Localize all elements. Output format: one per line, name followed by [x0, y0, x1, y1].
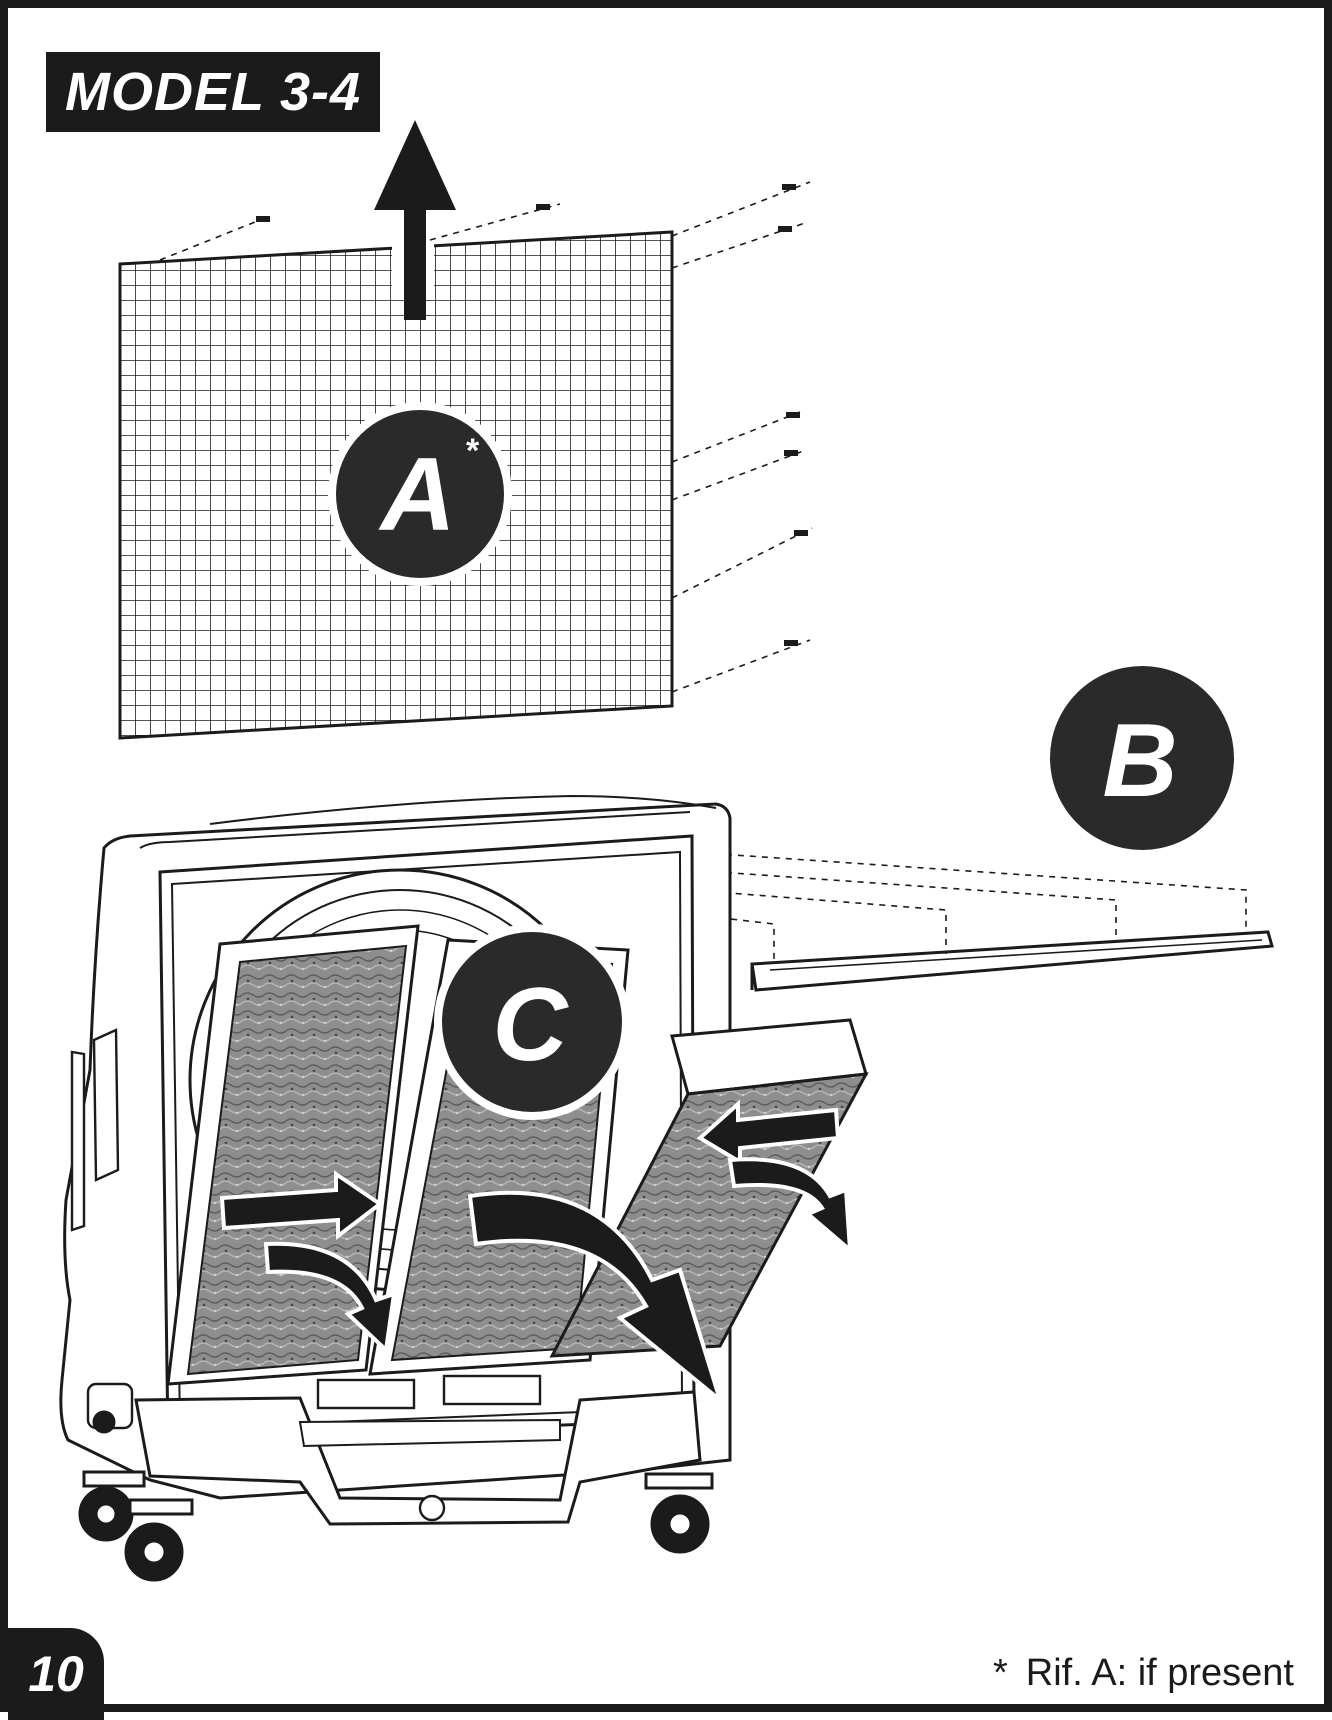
- arrow-tilt-left-pad: [263, 1241, 397, 1355]
- rail-guides: [599, 851, 1247, 964]
- footnote-text: Rif. A: if present: [1025, 1652, 1294, 1694]
- wheel-rear-left: [124, 1498, 194, 1582]
- footnote: * Rif. A: if present: [993, 1652, 1294, 1695]
- wheel-right: [644, 1472, 714, 1554]
- caster-wheels: [78, 1470, 714, 1582]
- arrow-slide-left-pad: [219, 1170, 384, 1241]
- callout-a-letter: A: [377, 437, 455, 553]
- page-number: 10: [8, 1628, 104, 1720]
- callout-a: A *: [328, 402, 512, 586]
- cooler-body: [59, 794, 732, 1526]
- wheel-front-left: [78, 1470, 146, 1542]
- grille-screws: [256, 184, 808, 646]
- callout-c-letter: C: [492, 967, 569, 1083]
- callout-a-asterisk: *: [466, 432, 480, 470]
- callout-b-letter: B: [1102, 703, 1177, 819]
- footnote-mark: *: [992, 1652, 1008, 1694]
- callout-c: C: [434, 924, 630, 1120]
- model-label: MODEL 3-4: [46, 52, 380, 132]
- arrow-tilt-right-pad: [727, 1157, 853, 1255]
- arrow-tilt-middle-pad: [467, 1190, 724, 1406]
- motion-arrows: [219, 1099, 853, 1406]
- lift-up-arrow: [374, 120, 456, 320]
- callout-b: B: [1050, 666, 1234, 850]
- rail-b: [750, 930, 1274, 992]
- arrow-slide-right-pad: [696, 1099, 841, 1166]
